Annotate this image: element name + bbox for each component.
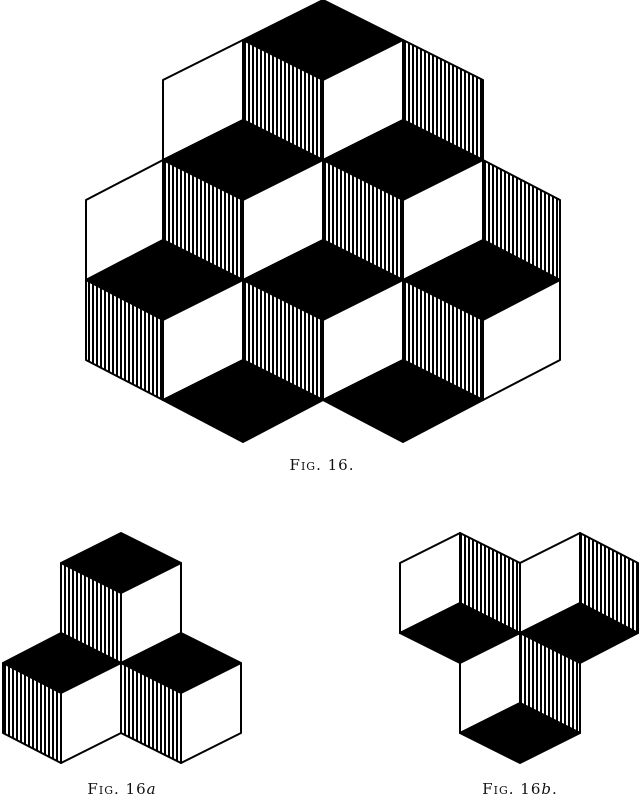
cube-16a-right bbox=[120, 632, 242, 764]
rhombus-16b-bottom-dark bbox=[459, 702, 581, 764]
cube-bot-right bbox=[402, 239, 561, 401]
cube-16a-left bbox=[2, 632, 122, 764]
cube-16a-top bbox=[60, 532, 182, 664]
figure-16-block-pattern bbox=[85, 0, 561, 443]
caption-fig-16b: FIG. 16b. bbox=[482, 780, 558, 798]
bottom-dark-rhombi bbox=[162, 359, 484, 443]
caption-fig-16: FIG. 16. bbox=[290, 456, 355, 474]
figure-16b-cube-group bbox=[399, 532, 639, 764]
caption-fig-16a: FIG. 16a bbox=[87, 780, 156, 798]
figure-16a-cube-group bbox=[2, 532, 242, 764]
cube-mid-right bbox=[322, 119, 484, 281]
